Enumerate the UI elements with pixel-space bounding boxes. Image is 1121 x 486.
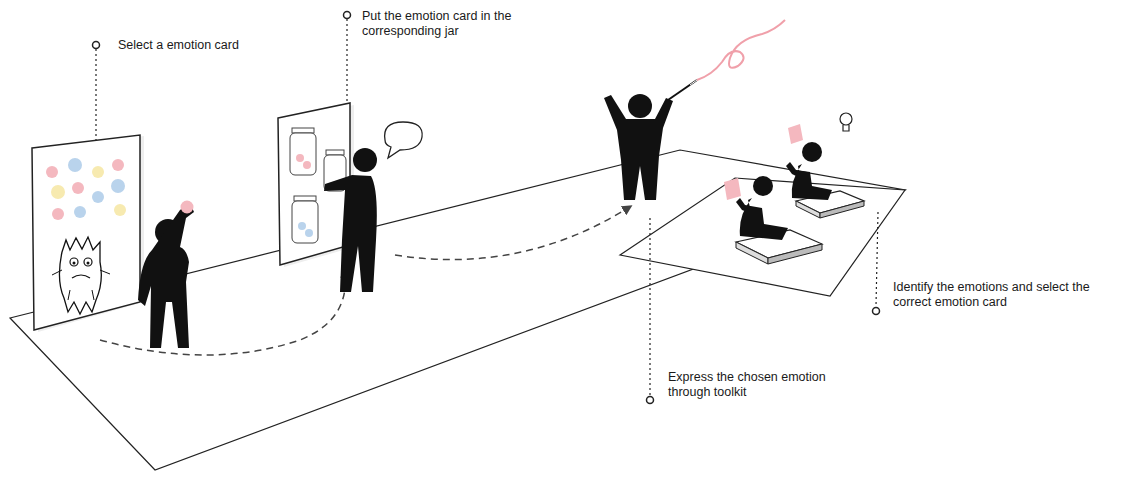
emotion-dot — [51, 185, 65, 199]
monster-doodle — [59, 237, 101, 314]
emotion-dot — [72, 182, 84, 194]
monster-mouth — [72, 275, 90, 278]
leader-line — [876, 212, 878, 306]
emotion-card — [724, 178, 741, 200]
monster-eye — [84, 258, 92, 266]
emotion-card — [788, 124, 803, 144]
seat-cushion — [820, 201, 864, 218]
emotion-jar — [292, 201, 318, 243]
idea-bulb — [840, 113, 852, 125]
leader-line — [95, 49, 96, 140]
monster-fur — [52, 270, 110, 300]
walk-path — [395, 208, 628, 260]
person-silhouette — [786, 162, 832, 200]
callout-label: Express the chosen emotion through toolk… — [668, 370, 848, 400]
jar-card — [303, 161, 311, 169]
emotion-dot — [68, 158, 82, 172]
toolkit-wand — [668, 80, 697, 100]
leader-marker — [873, 308, 880, 315]
jar-lid — [292, 128, 314, 133]
person-silhouette — [138, 203, 194, 348]
person-head — [628, 94, 652, 118]
person-silhouette — [736, 198, 788, 240]
jar-card — [305, 229, 313, 237]
emotion-board — [32, 135, 140, 330]
emotion-ribbon — [697, 20, 785, 80]
seat-cushion — [768, 244, 822, 264]
monster-pupil — [87, 262, 90, 265]
emotion-dot — [46, 166, 58, 178]
monster-pupil — [73, 262, 76, 265]
wand-tip — [690, 80, 697, 85]
emotion-dot — [92, 166, 104, 178]
person-silhouette — [604, 95, 673, 200]
emotion-jar — [290, 133, 316, 175]
callout-label: Select a emotion card — [118, 38, 318, 53]
person-head — [802, 142, 822, 162]
speech-bubble — [385, 122, 423, 158]
floor-platform — [10, 150, 905, 470]
jar-card — [296, 154, 304, 162]
idea-bulb-base — [843, 125, 849, 131]
walk-path — [100, 272, 345, 355]
emotion-card — [181, 201, 194, 214]
callout-label: Identify the emotions and select the cor… — [893, 280, 1118, 310]
emotion-dot — [74, 206, 86, 218]
seat-cushion — [796, 201, 820, 218]
jar-card — [298, 222, 306, 230]
person-head — [353, 148, 377, 172]
leader-line — [346, 19, 347, 104]
emotion-dot — [92, 191, 104, 203]
leader-marker — [93, 42, 100, 49]
leader-marker — [344, 12, 351, 19]
emotion-dot — [114, 204, 126, 216]
leader-marker — [647, 397, 654, 404]
emotion-dot — [111, 179, 125, 193]
emotion-dot — [52, 208, 64, 220]
emotion-dot — [112, 159, 124, 171]
seat-cushion — [736, 242, 768, 264]
person-head — [753, 176, 773, 196]
person-silhouette — [324, 175, 377, 292]
leader-line — [649, 218, 650, 395]
monster-eye — [70, 258, 78, 266]
jar-lid — [326, 150, 344, 155]
callout-label: Put the emotion card in the correspondin… — [362, 9, 532, 39]
jar-lid — [294, 196, 316, 201]
